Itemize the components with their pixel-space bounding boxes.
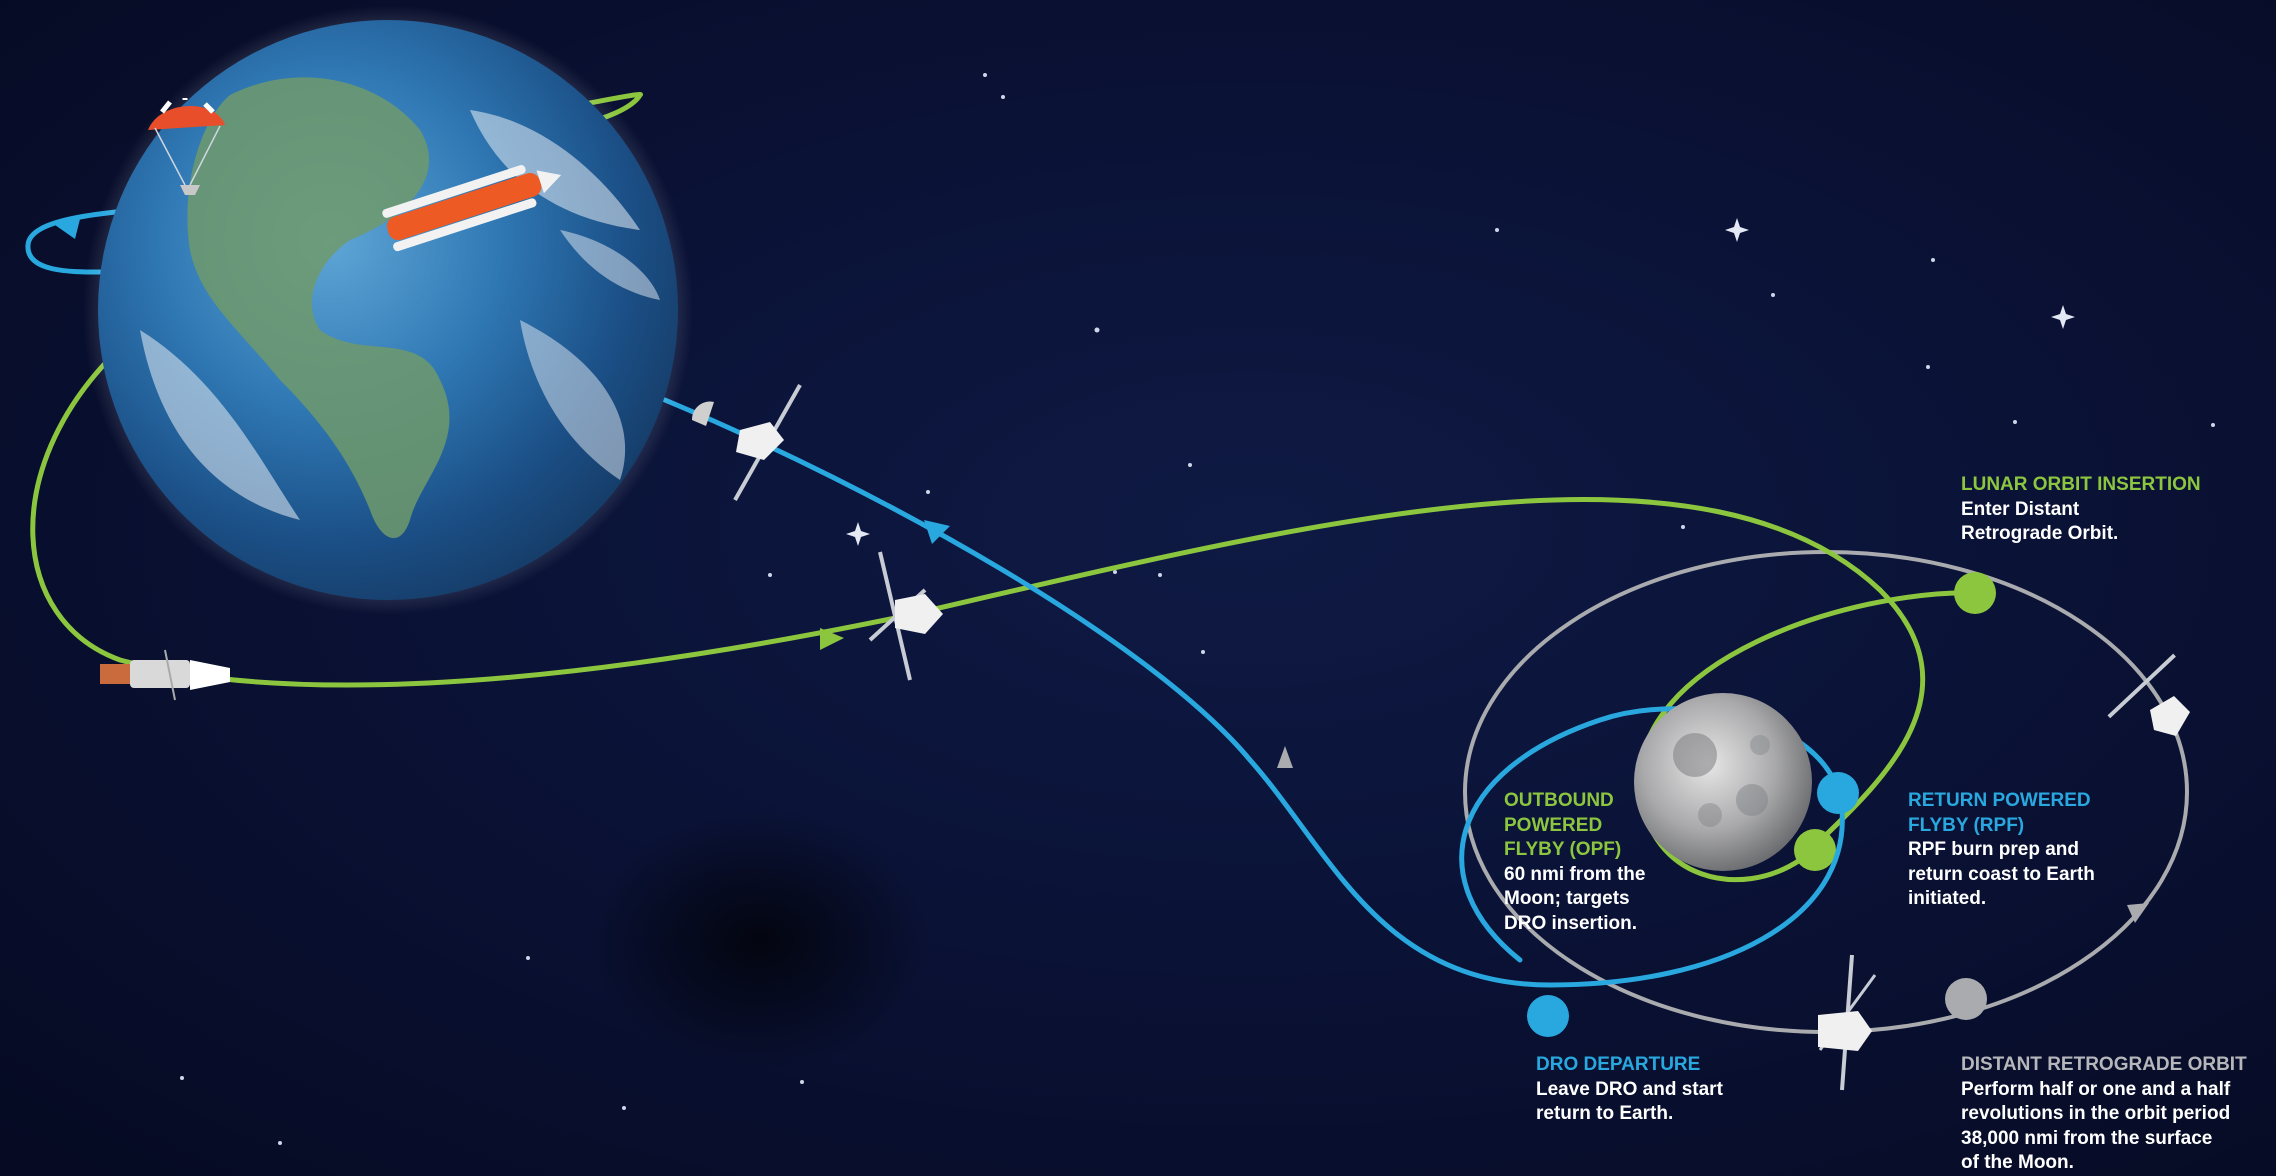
dro-desc: 38,000 nmi from the surface	[1961, 1127, 2213, 1149]
rpf-title: FLYBY (RPF)	[1908, 814, 2025, 836]
dro-point	[1945, 978, 1987, 1020]
outbound-arrow	[820, 628, 844, 650]
opf-desc: Moon; targets	[1504, 888, 1630, 909]
dro-desc: Perform half or one and a half	[1961, 1078, 2231, 1100]
earth-globe-icon	[83, 5, 693, 615]
opf-title: OUTBOUND	[1504, 790, 1614, 811]
outbound-powered-flyby-label: OUTBOUND POWERED FLYBY (OPF) 60 nmi from…	[1504, 789, 1645, 936]
dro-departure-point	[1527, 995, 1569, 1037]
distant-retrograde-orbit-label: DISTANT RETROGRADE ORBIT Perform half or…	[1961, 1053, 2247, 1176]
dro-departure-desc: Leave DRO and start	[1536, 1078, 1723, 1100]
orion-spacecraft-icon	[2107, 653, 2190, 736]
orion-spacecraft-icon	[1818, 954, 1877, 1091]
dro-departure-desc: return to Earth.	[1536, 1103, 1674, 1124]
rpf-desc: return coast to Earth	[1908, 863, 2095, 885]
orion-spacecraft-icon	[868, 551, 943, 681]
lunar-orbit-insertion-desc: Enter Distant	[1961, 498, 2080, 520]
return-arrow	[55, 215, 81, 239]
orion-spacecraft-icon	[100, 649, 230, 701]
parachute-capsule-icon	[148, 98, 225, 195]
rpf-point	[1817, 772, 1859, 814]
opf-desc: DRO insertion.	[1504, 912, 1638, 934]
return-arrow	[924, 520, 950, 544]
opf-title: FLYBY (OPF)	[1504, 839, 1622, 860]
opf-title: POWERED	[1504, 814, 1603, 836]
rpf-desc: initiated.	[1908, 888, 1987, 909]
return-powered-flyby-label: RETURN POWERED FLYBY (RPF) RPF burn prep…	[1908, 789, 2095, 912]
opf-point	[1794, 829, 1836, 871]
opf-desc: 60 nmi from the	[1504, 863, 1646, 885]
rpf-desc: RPF burn prep and	[1908, 839, 2079, 860]
dro-departure-title: DRO DEPARTURE	[1536, 1054, 1701, 1075]
dark-region	[590, 810, 930, 1070]
sls-rocket-icon	[382, 165, 562, 252]
dro-departure-label: DRO DEPARTURE Leave DRO and start return…	[1536, 1053, 1723, 1127]
dro-desc: of the Moon.	[1961, 1152, 2074, 1173]
moon-icon	[1634, 693, 1812, 871]
starfield	[180, 73, 2215, 1145]
lunar-orbit-insertion-desc: Retrograde Orbit.	[1961, 523, 2119, 544]
rpf-title: RETURN POWERED	[1908, 790, 2091, 811]
lunar-orbit-insertion-title: LUNAR ORBIT INSERTION	[1961, 474, 2201, 495]
star-icon	[846, 218, 2075, 546]
orion-spacecraft-icon	[691, 384, 802, 501]
dro-desc: revolutions in the orbit period	[1961, 1103, 2231, 1124]
loi-point	[1954, 572, 1996, 614]
lunar-orbit-insertion-label: LUNAR ORBIT INSERTION Enter Distant Retr…	[1961, 473, 2201, 547]
dro-title: DISTANT RETROGRADE ORBIT	[1961, 1054, 2247, 1075]
